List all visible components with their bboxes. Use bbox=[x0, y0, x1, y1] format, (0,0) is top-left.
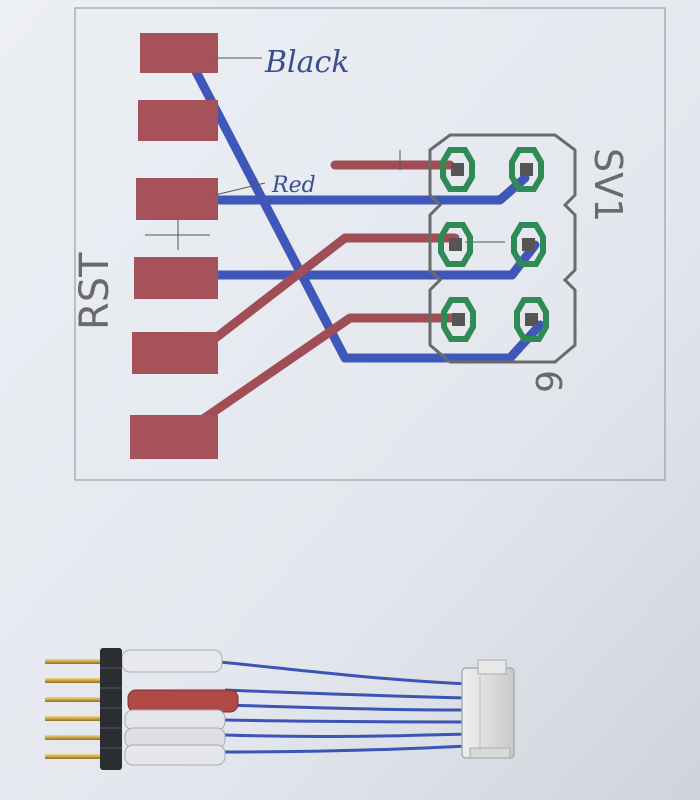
sv1-label: SV1 bbox=[586, 148, 630, 222]
pin-3 bbox=[438, 222, 473, 267]
pin-2 bbox=[509, 147, 544, 192]
heat-shrink-sleeves bbox=[121, 649, 239, 766]
white-connector-housing bbox=[461, 659, 515, 759]
cable-wires bbox=[219, 660, 469, 754]
header-body-segments bbox=[100, 667, 122, 749]
handwritten-red-note: Red bbox=[271, 173, 316, 198]
black-header-body bbox=[100, 648, 122, 770]
pin-number-label: 6 bbox=[527, 370, 568, 393]
gold-header-pins bbox=[45, 659, 105, 759]
pin-1 bbox=[440, 147, 475, 192]
handwritten-black-note: Black bbox=[264, 45, 350, 80]
pin-6 bbox=[514, 297, 549, 342]
rst-label: RST bbox=[72, 252, 118, 330]
sv1-pins bbox=[438, 147, 549, 342]
pin-4 bbox=[511, 222, 546, 267]
smd-pads bbox=[130, 33, 218, 459]
pin-5 bbox=[441, 297, 476, 342]
sv1-header-outline bbox=[428, 133, 577, 364]
pcb-board-outline bbox=[74, 7, 666, 481]
